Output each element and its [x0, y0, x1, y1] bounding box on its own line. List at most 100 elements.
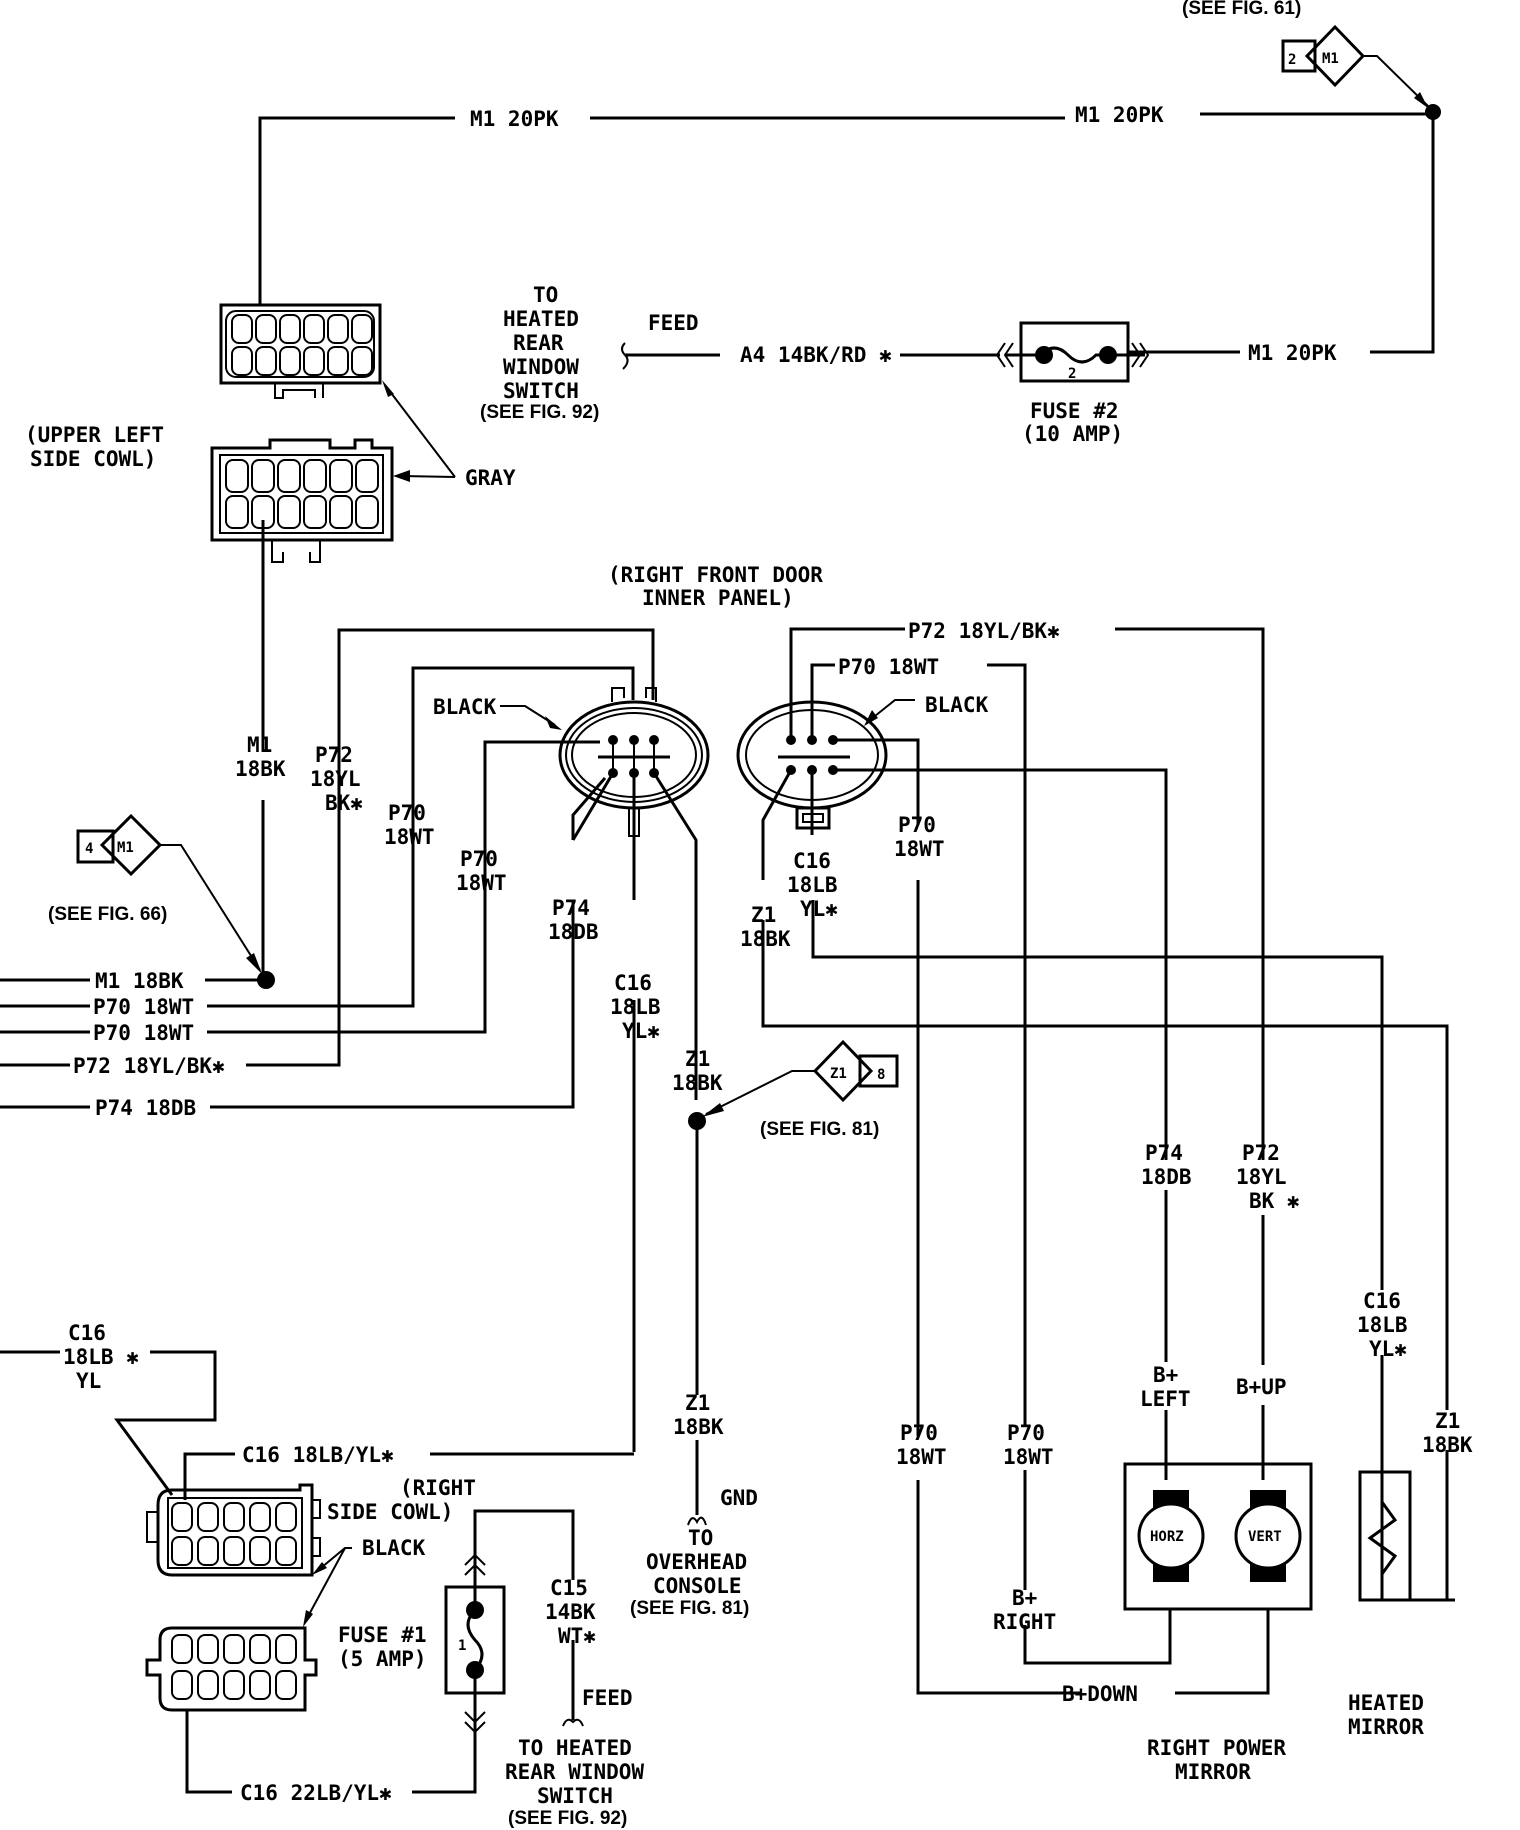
svg-text:14BK: 14BK [545, 1600, 596, 1624]
svg-text:MIRROR: MIRROR [1348, 1715, 1424, 1739]
m1-top-circuit: M1 20PK M1 20PK M1 20PK 2 M1 (SEE FIG. 6… [258, 0, 1441, 365]
svg-text:YL✱: YL✱ [622, 1019, 660, 1043]
svg-text:1: 1 [458, 1638, 466, 1654]
svg-text:TO: TO [533, 283, 558, 307]
svg-text:C16: C16 [1363, 1289, 1401, 1313]
svg-text:P74: P74 [552, 896, 590, 920]
ref-fig-61[interactable]: (SEE FIG. 61) [1182, 0, 1301, 19]
row-p74: P74 18DB [95, 1096, 196, 1120]
fuse1-label: FUSE #1 [338, 1623, 427, 1647]
ref-fig-92-top[interactable]: (SEE FIG. 92) [480, 402, 599, 423]
svg-text:Z1: Z1 [1435, 1409, 1460, 1433]
connector-pin [303, 346, 325, 376]
ref-fig-66[interactable]: (SEE FIG. 66) [48, 904, 167, 925]
ref-fig-92-bottom[interactable]: (SEE FIG. 92) [508, 1808, 627, 1829]
svg-text:REAR: REAR [513, 331, 564, 355]
svg-text:18DB: 18DB [548, 920, 599, 944]
svg-text:18BK: 18BK [740, 927, 791, 951]
svg-text:18WT: 18WT [456, 871, 507, 895]
svg-text:BK ✱: BK ✱ [1249, 1189, 1300, 1213]
wire-label-c16-cowl: C16 18LB/YL✱ [242, 1443, 394, 1467]
connector-pin [197, 1634, 219, 1664]
svg-text:C15: C15 [550, 1576, 588, 1600]
horz-motor-icon: HORZ [1137, 1490, 1205, 1582]
ref-fig-81-b[interactable]: (SEE FIG. 81) [630, 1598, 749, 1619]
connector-pin [223, 1536, 245, 1566]
connector-pin [197, 1670, 219, 1700]
svg-text:18LB: 18LB [787, 873, 838, 897]
connector-pin [225, 495, 249, 529]
connector-pin [303, 459, 327, 493]
connector-pin [197, 1536, 219, 1566]
wire-label-p72-right-top: P72 18YL/BK✱ [908, 619, 1060, 643]
svg-text:MIRROR: MIRROR [1175, 1760, 1251, 1784]
black-label-cowl: BLACK [362, 1536, 426, 1560]
right-front-door-label: (RIGHT FRONT DOOR [608, 563, 823, 587]
svg-text:P70: P70 [900, 1421, 938, 1445]
wire-label-m1-top-right: M1 20PK [1075, 103, 1164, 127]
fuse-2: A4 14BK/RD ✱ FEED 2 FUSE #2 (10 AMP) [621, 311, 1150, 446]
svg-text:P72: P72 [315, 743, 353, 767]
to-heated-rear-window-switch-top: TO HEATED REAR WINDOW SWITCH (SEE FIG. 9… [480, 283, 599, 423]
heated-mirror-label: HEATED [1348, 1691, 1424, 1715]
to-heated-bottom-label: TO HEATED [518, 1736, 632, 1760]
svg-text:YL: YL [76, 1369, 101, 1393]
svg-text:BK✱: BK✱ [325, 791, 363, 815]
wire-label-a4: A4 14BK/RD ✱ [740, 343, 892, 367]
fuse2-label: FUSE #2 [1030, 399, 1119, 423]
svg-text:18BK: 18BK [235, 757, 286, 781]
connector-pin [303, 314, 325, 344]
vert-motor-icon: VERT [1234, 1490, 1302, 1582]
svg-text:18BK: 18BK [1422, 1433, 1473, 1457]
connector-pin [277, 459, 301, 493]
wire-label-p70-right-top: P70 18WT [838, 655, 939, 679]
connector-pin [251, 459, 275, 493]
right-front-door-connectors: (RIGHT FRONT DOOR INNER PANEL) BLACK C16… [433, 563, 1455, 1695]
svg-text:P70: P70 [898, 813, 936, 837]
svg-text:18WT: 18WT [1003, 1445, 1054, 1469]
wire-label-c16-22: C16 22LB/YL✱ [240, 1781, 392, 1805]
feed-break-icon-bottom [562, 1718, 584, 1727]
feed-break-icon [621, 342, 629, 370]
svg-text:TO: TO [688, 1526, 713, 1550]
svg-text:SWITCH: SWITCH [537, 1784, 613, 1808]
cowl-connector-upper [146, 1483, 321, 1577]
svg-text:Z1: Z1 [685, 1047, 710, 1071]
svg-text:18DB: 18DB [1141, 1165, 1192, 1189]
ref-fig-81-a[interactable]: (SEE FIG. 81) [760, 1119, 879, 1140]
connector-pin [355, 495, 379, 529]
connector-pin [329, 459, 353, 493]
svg-text:4: 4 [85, 841, 93, 857]
splice-ref-2-m1[interactable]: 2 M1 [1281, 24, 1429, 108]
splice-ref-z1-8[interactable]: Z1 8 [702, 1039, 899, 1117]
connector-pin [223, 1502, 245, 1532]
b-up-label: B+UP [1236, 1375, 1287, 1399]
svg-text:8: 8 [877, 1067, 885, 1083]
connector-pin [329, 495, 353, 529]
svg-text:18WT: 18WT [894, 837, 945, 861]
connector-pin [327, 346, 349, 376]
connector-pin [171, 1670, 193, 1700]
svg-text:P70: P70 [460, 847, 498, 871]
feed-label-top: FEED [648, 311, 699, 335]
heater-element-icon [1367, 1501, 1398, 1575]
svg-text:WINDOW: WINDOW [503, 355, 579, 379]
splice-dot-top [1425, 104, 1441, 120]
ground-z1: Z1 8 (SEE FIG. 81) Z1 18BK GND TO OVERHE… [630, 1039, 899, 1619]
gnd-label: GND [720, 1486, 758, 1510]
black-label-left: BLACK [433, 695, 497, 719]
connector-pin [275, 1536, 297, 1566]
svg-text:VERT: VERT [1248, 1529, 1282, 1545]
splice-ref-4-m1[interactable]: 4 M1 [76, 813, 262, 974]
right-side-cowl: C16 18LB ✱ YL C16 18LB/YL✱ (RIGHT SIDE C… [0, 1321, 644, 1829]
b-down-label: B+DOWN [1062, 1682, 1138, 1706]
left-harness-rows: M1 18BK P70 18WT P70 18WT P72 18YL/BK✱ P… [0, 628, 655, 1120]
connector-pin [327, 314, 349, 344]
svg-text:C16: C16 [68, 1321, 106, 1345]
connector-pin [171, 1502, 193, 1532]
svg-text:M1: M1 [1322, 51, 1339, 67]
right-power-mirror: P74 18DB P72 18YL BK ✱ B+ LEFT B+UP P70 … [896, 1141, 1313, 1784]
b-right-label: RIGHT [993, 1610, 1056, 1634]
connector-pin [231, 346, 253, 376]
